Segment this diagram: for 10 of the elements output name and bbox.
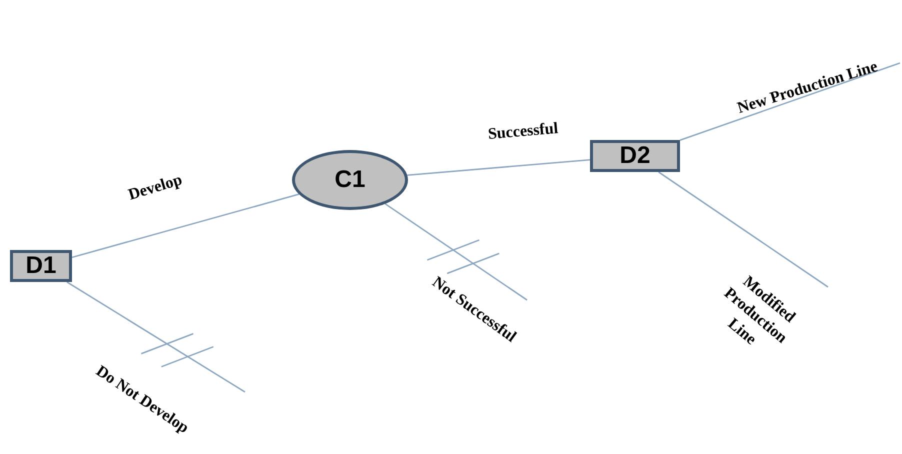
branch-line (658, 171, 828, 288)
edge-label: Develop (126, 170, 185, 206)
edge-label: Successful (487, 118, 559, 146)
connector-line (407, 159, 590, 176)
branch-line (680, 62, 900, 141)
branch-line (66, 281, 246, 393)
chance-node-ellipse: C1 (292, 150, 408, 210)
decision-box: D1 (10, 250, 72, 282)
branch-line (384, 203, 528, 301)
decision-box: D2 (590, 140, 680, 172)
